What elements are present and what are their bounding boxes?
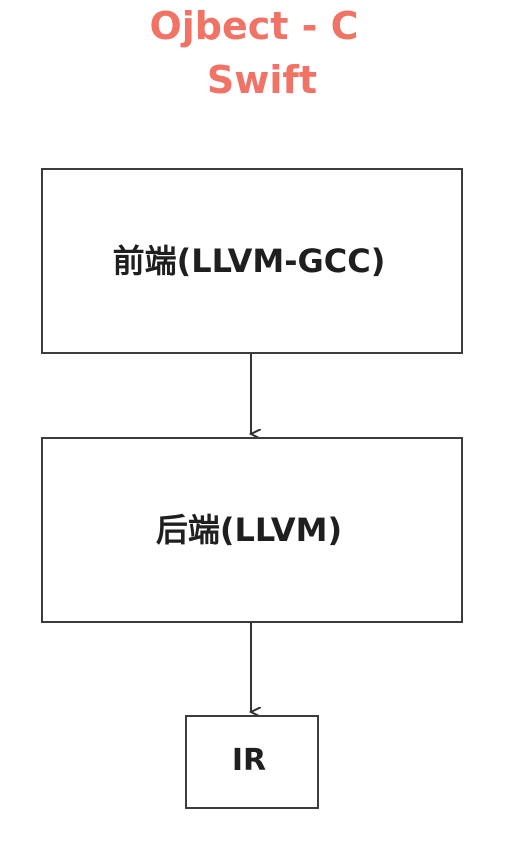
language-swift: Swift [206, 58, 318, 102]
language-objective-c: Ojbect - C [149, 4, 359, 48]
ir-node: IR [185, 715, 319, 809]
frontend-label: 前端(LLVM-GCC) [112, 242, 386, 280]
frontend-node: 前端(LLVM-GCC) [41, 168, 463, 354]
backend-node: 后端(LLVM) [41, 437, 463, 623]
backend-label: 后端(LLVM) [155, 511, 343, 549]
ir-label: IR [231, 742, 267, 778]
